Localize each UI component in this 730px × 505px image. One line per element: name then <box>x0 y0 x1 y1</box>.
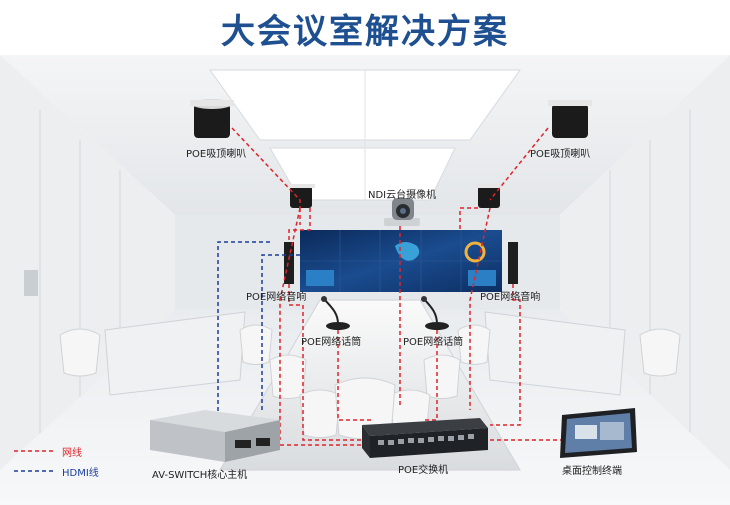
desktop-control-terminal <box>560 408 637 458</box>
ceiling-speaker-right <box>548 100 592 138</box>
ceiling-speaker-small-right <box>475 184 503 208</box>
column-speaker-right <box>508 242 518 284</box>
door-handle <box>24 270 38 296</box>
hdmi-cabling <box>217 241 300 412</box>
av-switch-host <box>150 410 280 462</box>
label-camera: NDI云台摄像机 <box>368 190 437 201</box>
label-poe-switch: POE交换机 <box>398 465 449 476</box>
page-title: 大会议室解决方案 <box>221 12 509 52</box>
legend-network-label: 网线 <box>62 448 82 459</box>
label-av-switch-host: AV-SWITCH核心主机 <box>152 470 248 481</box>
ceiling-light <box>269 147 456 201</box>
label-mic-left: POE网络话筒 <box>301 337 362 348</box>
column-speaker-left <box>284 242 294 284</box>
label-ceiling-speaker-right: POE吸顶喇叭 <box>530 149 591 160</box>
label-desktop-terminal: 桌面控制终端 <box>562 466 622 477</box>
label-column-speaker-left: POE网络音响 <box>246 292 307 303</box>
network-cabling <box>231 127 581 446</box>
legend-hdmi-label: HDMI线 <box>62 468 99 479</box>
side-table-left <box>104 311 246 396</box>
gooseneck-mic-left <box>321 296 350 330</box>
label-mic-right: POE网络话筒 <box>403 337 464 348</box>
side-table-right <box>484 311 626 396</box>
ceiling-speaker-small-left <box>287 184 315 208</box>
poe-switch <box>362 418 488 458</box>
gooseneck-mic-right <box>421 296 449 330</box>
label-column-speaker-right: POE网络音响 <box>480 292 541 303</box>
ptz-camera <box>384 198 420 226</box>
label-ceiling-speaker-left: POE吸顶喇叭 <box>186 149 247 160</box>
ceiling-speaker-left <box>190 99 234 138</box>
